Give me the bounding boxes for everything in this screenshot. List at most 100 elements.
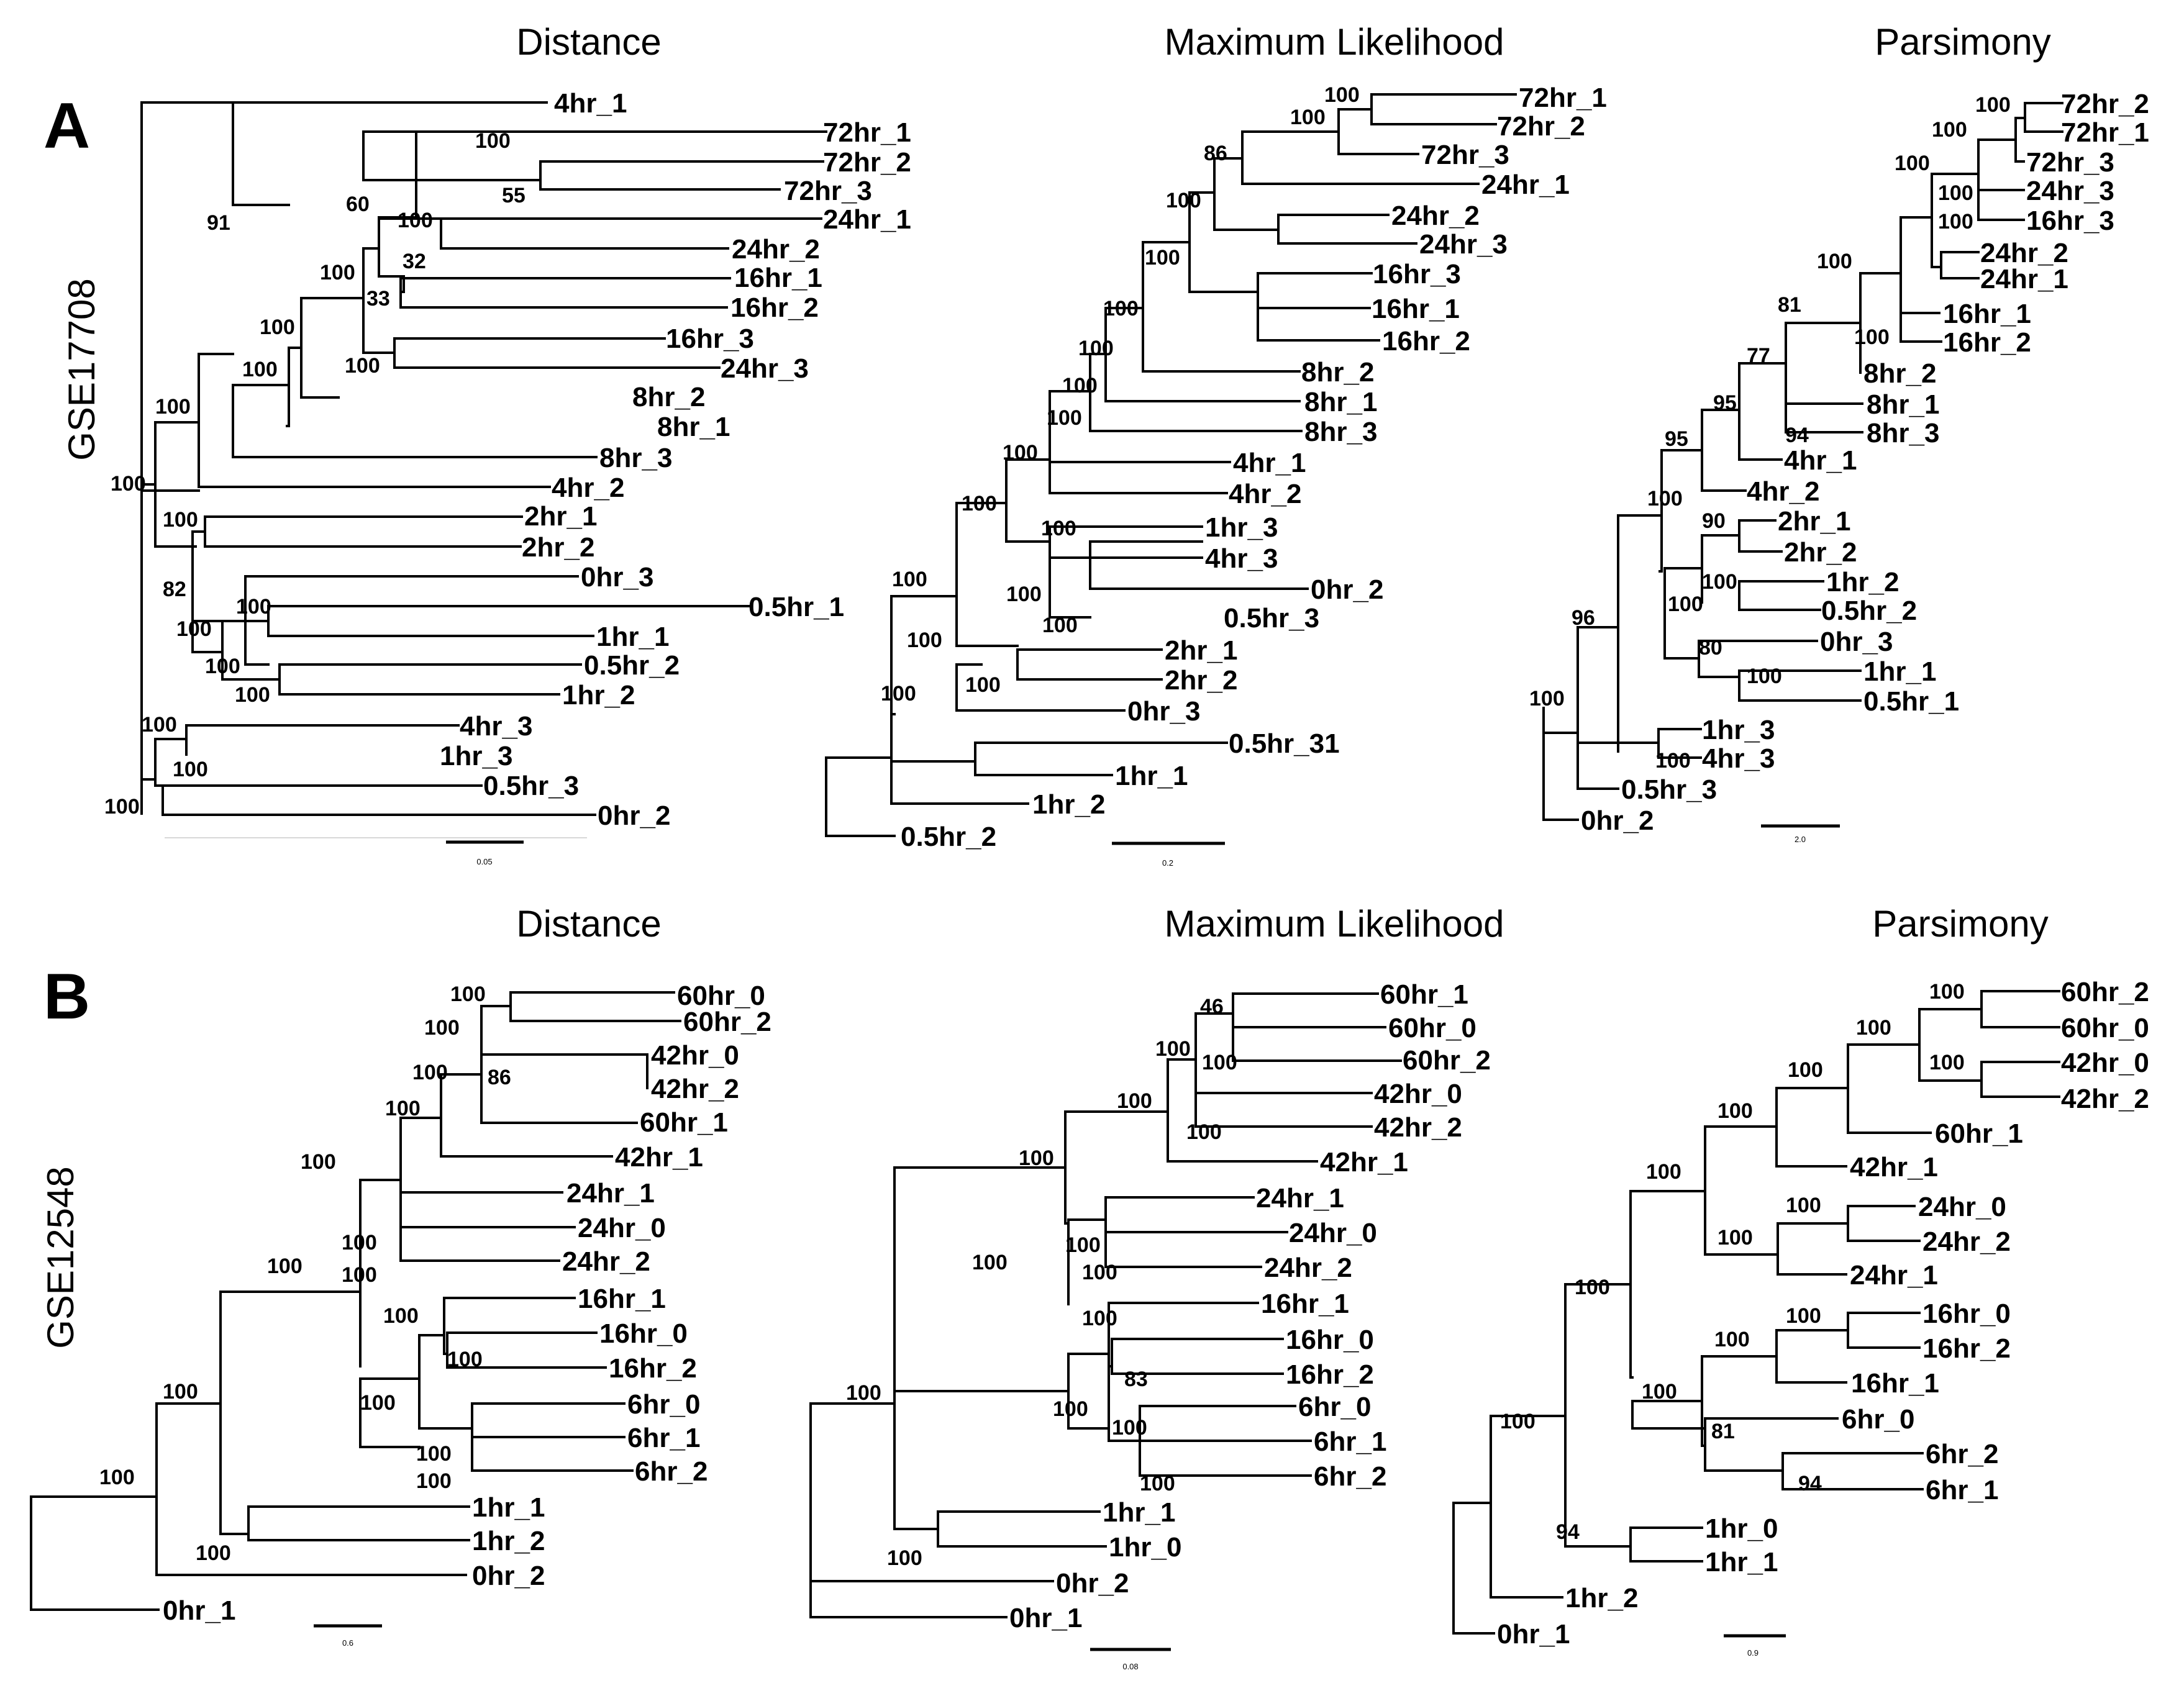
panel-letter-b: B xyxy=(43,961,90,1033)
support-value: 100 xyxy=(1019,1146,1054,1170)
support-value: 100 xyxy=(383,1304,419,1328)
support-value: 100 xyxy=(1324,83,1360,107)
leaf-label: 1hr_1 xyxy=(1863,656,1936,687)
support-value: 100 xyxy=(887,1546,922,1570)
leaf-label: 6hr_0 xyxy=(1842,1404,1914,1435)
leaf-label: 1hr_1 xyxy=(1103,1497,1175,1528)
leaf-label: 42hr_2 xyxy=(2061,1084,2149,1114)
leaf-label: 24hr_1 xyxy=(1256,1183,1344,1213)
support-value: 100 xyxy=(342,1231,377,1254)
leaf-label: 0.5hr_3 xyxy=(1621,774,1717,805)
support-value: 100 xyxy=(1938,210,1973,234)
support-value: 100 xyxy=(1646,1160,1681,1184)
support-value: 100 xyxy=(236,595,271,619)
tree-a-distance: 4hr_1 72hr_1 72hr_2 72hr_3 24hr_1 24hr_2… xyxy=(104,88,911,831)
leaf-label: 16hr_3 xyxy=(2026,206,2114,236)
title-b-distance: Distance xyxy=(516,903,661,945)
leaf-label: 72hr_3 xyxy=(2026,147,2114,178)
support-value: 91 xyxy=(207,211,230,235)
leaf-label: 16hr_3 xyxy=(666,324,754,354)
support-value: 100 xyxy=(1500,1410,1536,1433)
leaf-label: 60hr_1 xyxy=(1380,979,1468,1010)
scale-label-b-ml: 0.08 xyxy=(1122,1662,1138,1671)
leaf-label: 8hr_1 xyxy=(1867,389,1939,420)
leaf-label: 6hr_1 xyxy=(1314,1427,1386,1457)
leaf-label: 16hr_3 xyxy=(1373,259,1461,289)
support-value: 100 xyxy=(846,1381,881,1405)
support-value: 100 xyxy=(1065,1233,1101,1257)
support-value: 100 xyxy=(450,982,486,1006)
leaf-label: 16hr_1 xyxy=(734,263,822,293)
leaf-label: 6hr_2 xyxy=(1926,1439,1998,1469)
support-value: 100 xyxy=(163,508,198,532)
support-value: 100 xyxy=(385,1097,421,1120)
support-value: 100 xyxy=(1788,1058,1823,1082)
support-value: 100 xyxy=(1062,374,1098,397)
leaf-label: 16hr_0 xyxy=(1286,1325,1374,1355)
support-value: 100 xyxy=(1938,181,1973,205)
support-value: 100 xyxy=(962,492,997,515)
leaf-label: 60hr_0 xyxy=(2061,1013,2149,1043)
leaf-label: 72hr_1 xyxy=(1519,83,1607,113)
support-value: 100 xyxy=(342,1263,377,1287)
support-value: 86 xyxy=(488,1066,511,1089)
panel-letter-a: A xyxy=(43,90,90,162)
leaf-label: 4hr_3 xyxy=(1205,543,1278,574)
leaf-label: 8hr_2 xyxy=(1301,357,1374,388)
leaf-label: 16hr_0 xyxy=(599,1318,688,1349)
support-value: 100 xyxy=(1575,1276,1610,1299)
leaf-label: 0.5hr_3 xyxy=(1224,603,1319,633)
tree-a-parsimony-root-support: 100 xyxy=(1529,687,1565,710)
leaf-label: 0.5hr_1 xyxy=(748,592,844,622)
leaf-label: 0hr_3 xyxy=(581,562,653,592)
support-value: 100 xyxy=(475,129,511,153)
support-value: 100 xyxy=(1647,487,1683,510)
support-value: 100 xyxy=(1747,665,1782,688)
support-value: 100 xyxy=(1155,1037,1191,1061)
support-value: 100 xyxy=(155,395,191,419)
leaf-label: 72hr_3 xyxy=(1421,140,1509,170)
leaf-label: 8hr_3 xyxy=(1304,417,1377,447)
leaf-label: 2hr_2 xyxy=(522,532,594,563)
leaf-label: 6hr_1 xyxy=(1926,1475,1998,1505)
support-value: 100 xyxy=(1117,1089,1152,1113)
dataset-label-a: GSE17708 xyxy=(61,278,102,461)
support-value: 100 xyxy=(1786,1304,1821,1328)
leaf-label: 72hr_3 xyxy=(784,176,872,206)
support-value: 100 xyxy=(1290,106,1326,129)
leaf-label: 0.5hr_31 xyxy=(1229,728,1340,759)
leaf-label: 16hr_2 xyxy=(1943,327,2031,358)
leaf-label: 24hr_1 xyxy=(566,1178,655,1209)
leaf-label: 16hr_1 xyxy=(1943,299,2031,329)
support-value: 100 xyxy=(1786,1194,1821,1217)
title-a-ml: Maximum Likelihood xyxy=(1165,21,1504,63)
leaf-label: 1hr_2 xyxy=(1032,789,1105,820)
leaf-label: 72hr_2 xyxy=(1497,111,1585,142)
leaf-label: 60hr_2 xyxy=(2061,977,2149,1007)
support-value: 100 xyxy=(1817,250,1852,273)
support-value: 100 xyxy=(142,713,177,737)
support-value: 100 xyxy=(416,1469,452,1493)
leaf-label: 24hr_2 xyxy=(562,1246,650,1277)
support-value: 95 xyxy=(1713,391,1737,415)
leaf-label: 42hr_1 xyxy=(1320,1147,1408,1177)
leaf-label: 0.5hr_1 xyxy=(1863,686,1959,717)
leaf-label: 60hr_0 xyxy=(677,981,765,1011)
leaf-label: 0.5hr_3 xyxy=(483,771,579,801)
leaf-label: 24hr_1 xyxy=(823,204,911,235)
leaf-label: 60hr_1 xyxy=(1935,1118,2023,1149)
title-b-ml: Maximum Likelihood xyxy=(1165,903,1504,945)
support-value: 100 xyxy=(1714,1328,1750,1351)
leaf-label: 16hr_1 xyxy=(578,1284,666,1314)
support-value: 32 xyxy=(403,250,426,273)
leaf-label: 2hr_2 xyxy=(1165,665,1237,696)
support-value: 100 xyxy=(1112,1416,1147,1440)
leaf-label: 4hr_3 xyxy=(460,711,532,742)
support-value: 95 xyxy=(1665,427,1688,451)
support-value: 100 xyxy=(301,1150,336,1174)
leaf-label: 1hr_2 xyxy=(472,1526,545,1556)
leaf-label: 24hr_2 xyxy=(732,234,820,265)
support-value: 100 xyxy=(424,1016,460,1040)
support-value: 100 xyxy=(163,1380,198,1404)
leaf-label: 72hr_1 xyxy=(2061,117,2149,148)
